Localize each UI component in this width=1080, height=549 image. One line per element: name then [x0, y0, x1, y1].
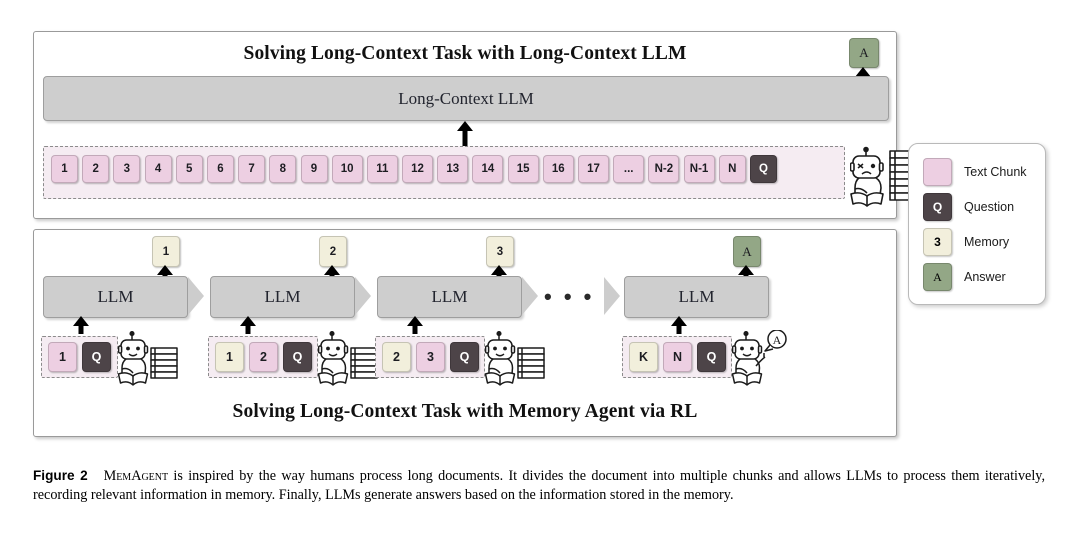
chunk-token: N-2 [648, 155, 680, 183]
stage-chevron [355, 277, 371, 315]
chunk-token: 16 [542, 155, 574, 183]
ellipsis: • • • [544, 284, 595, 309]
stage-memory-token: 3 [486, 236, 514, 267]
panel-bottom-title: Solving Long-Context Task with Memory Ag… [232, 401, 698, 422]
robot-reading-icon [317, 330, 380, 391]
stage-chevron [188, 277, 204, 315]
long-context-llm-bar: Long-Context LLM [43, 76, 889, 121]
chunk-token: 8 [269, 155, 297, 183]
chunk-token: 6 [206, 155, 234, 183]
legend-swatch-question: Q [923, 193, 952, 221]
memory-token: K [629, 342, 658, 372]
question-token: Q [749, 155, 777, 183]
memory-token: 1 [215, 342, 244, 372]
chunk-token: 9 [300, 155, 328, 183]
chunk-token: 5 [175, 155, 203, 183]
memory-token: 2 [382, 342, 411, 372]
legend-swatch-memory: 3 [923, 228, 952, 256]
chunk-token: 11 [366, 155, 398, 183]
legend-label: Memory [964, 235, 1010, 249]
figure-caption-text: is inspired by the way humans process lo… [33, 468, 1046, 504]
legend-label: Answer [964, 270, 1006, 284]
chunk-token: 2 [249, 342, 278, 372]
panel-top-title: Solving Long-Context Task with Long-Cont… [243, 43, 687, 64]
chunk-token: 14 [472, 155, 504, 183]
chunk-token: 17 [578, 155, 609, 183]
legend-item: Q Question [923, 193, 1014, 221]
question-token: Q [697, 342, 726, 372]
chunk-token: 7 [238, 155, 266, 183]
chunk-token: ... [613, 155, 645, 183]
stage-chevron [522, 277, 538, 315]
stage-memory-token: 2 [319, 236, 347, 267]
chunk-token: N [718, 155, 746, 183]
chunk-token: 3 [416, 342, 445, 372]
llm-bar: LLM [624, 276, 769, 318]
chunk-token: 2 [82, 155, 110, 183]
question-token: Q [82, 342, 111, 372]
legend-swatch-chunk [923, 158, 952, 186]
robot-reading-icon [484, 330, 547, 391]
legend-item: 3 Memory [923, 228, 1009, 256]
chunk-token: N [663, 342, 692, 372]
question-token: Q [283, 342, 312, 372]
chunk-token: 1 [51, 155, 78, 183]
legend-label: Question [964, 200, 1015, 214]
chunk-token: 15 [507, 155, 539, 183]
chunk-token: N-1 [683, 155, 715, 183]
chunk-token: 1 [48, 342, 77, 372]
chunk-token: 10 [331, 155, 363, 183]
svg-text:A: A [773, 333, 782, 347]
figure-label: Figure 2 [33, 468, 88, 483]
figure-caption: Figure 2 MemAgent is inspired by the way… [33, 466, 1045, 506]
top-answer-token: A [849, 38, 879, 68]
robot-answering-icon: A [731, 329, 794, 391]
chunk-token: 3 [113, 155, 141, 183]
chunk-token: 13 [437, 155, 469, 183]
llm-bar: LLM [377, 276, 522, 318]
legend-item: Text Chunk [923, 158, 1027, 186]
llm-bar: LLM [43, 276, 188, 318]
legend-swatch-answer: A [923, 263, 952, 291]
robot-reading-icon [117, 330, 180, 391]
stage-chevron [604, 277, 620, 315]
legend-label: Text Chunk [964, 165, 1027, 179]
panel-long-context-llm: Solving Long-Context Task with Long-Cont… [33, 31, 923, 219]
figure-name: MemAgent [103, 468, 169, 484]
legend-item: A Answer [923, 263, 1006, 291]
stage-answer-token: A [733, 236, 761, 267]
llm-bar: LLM [210, 276, 355, 318]
chunk-token: 4 [144, 155, 172, 183]
chunk-token: 12 [402, 155, 434, 183]
panel-memory-agent: Solving Long-Context Task with Memory Ag… [33, 229, 897, 437]
question-token: Q [450, 342, 479, 372]
robot-reading-icon [849, 145, 928, 212]
stage-memory-token: 1 [152, 236, 180, 267]
